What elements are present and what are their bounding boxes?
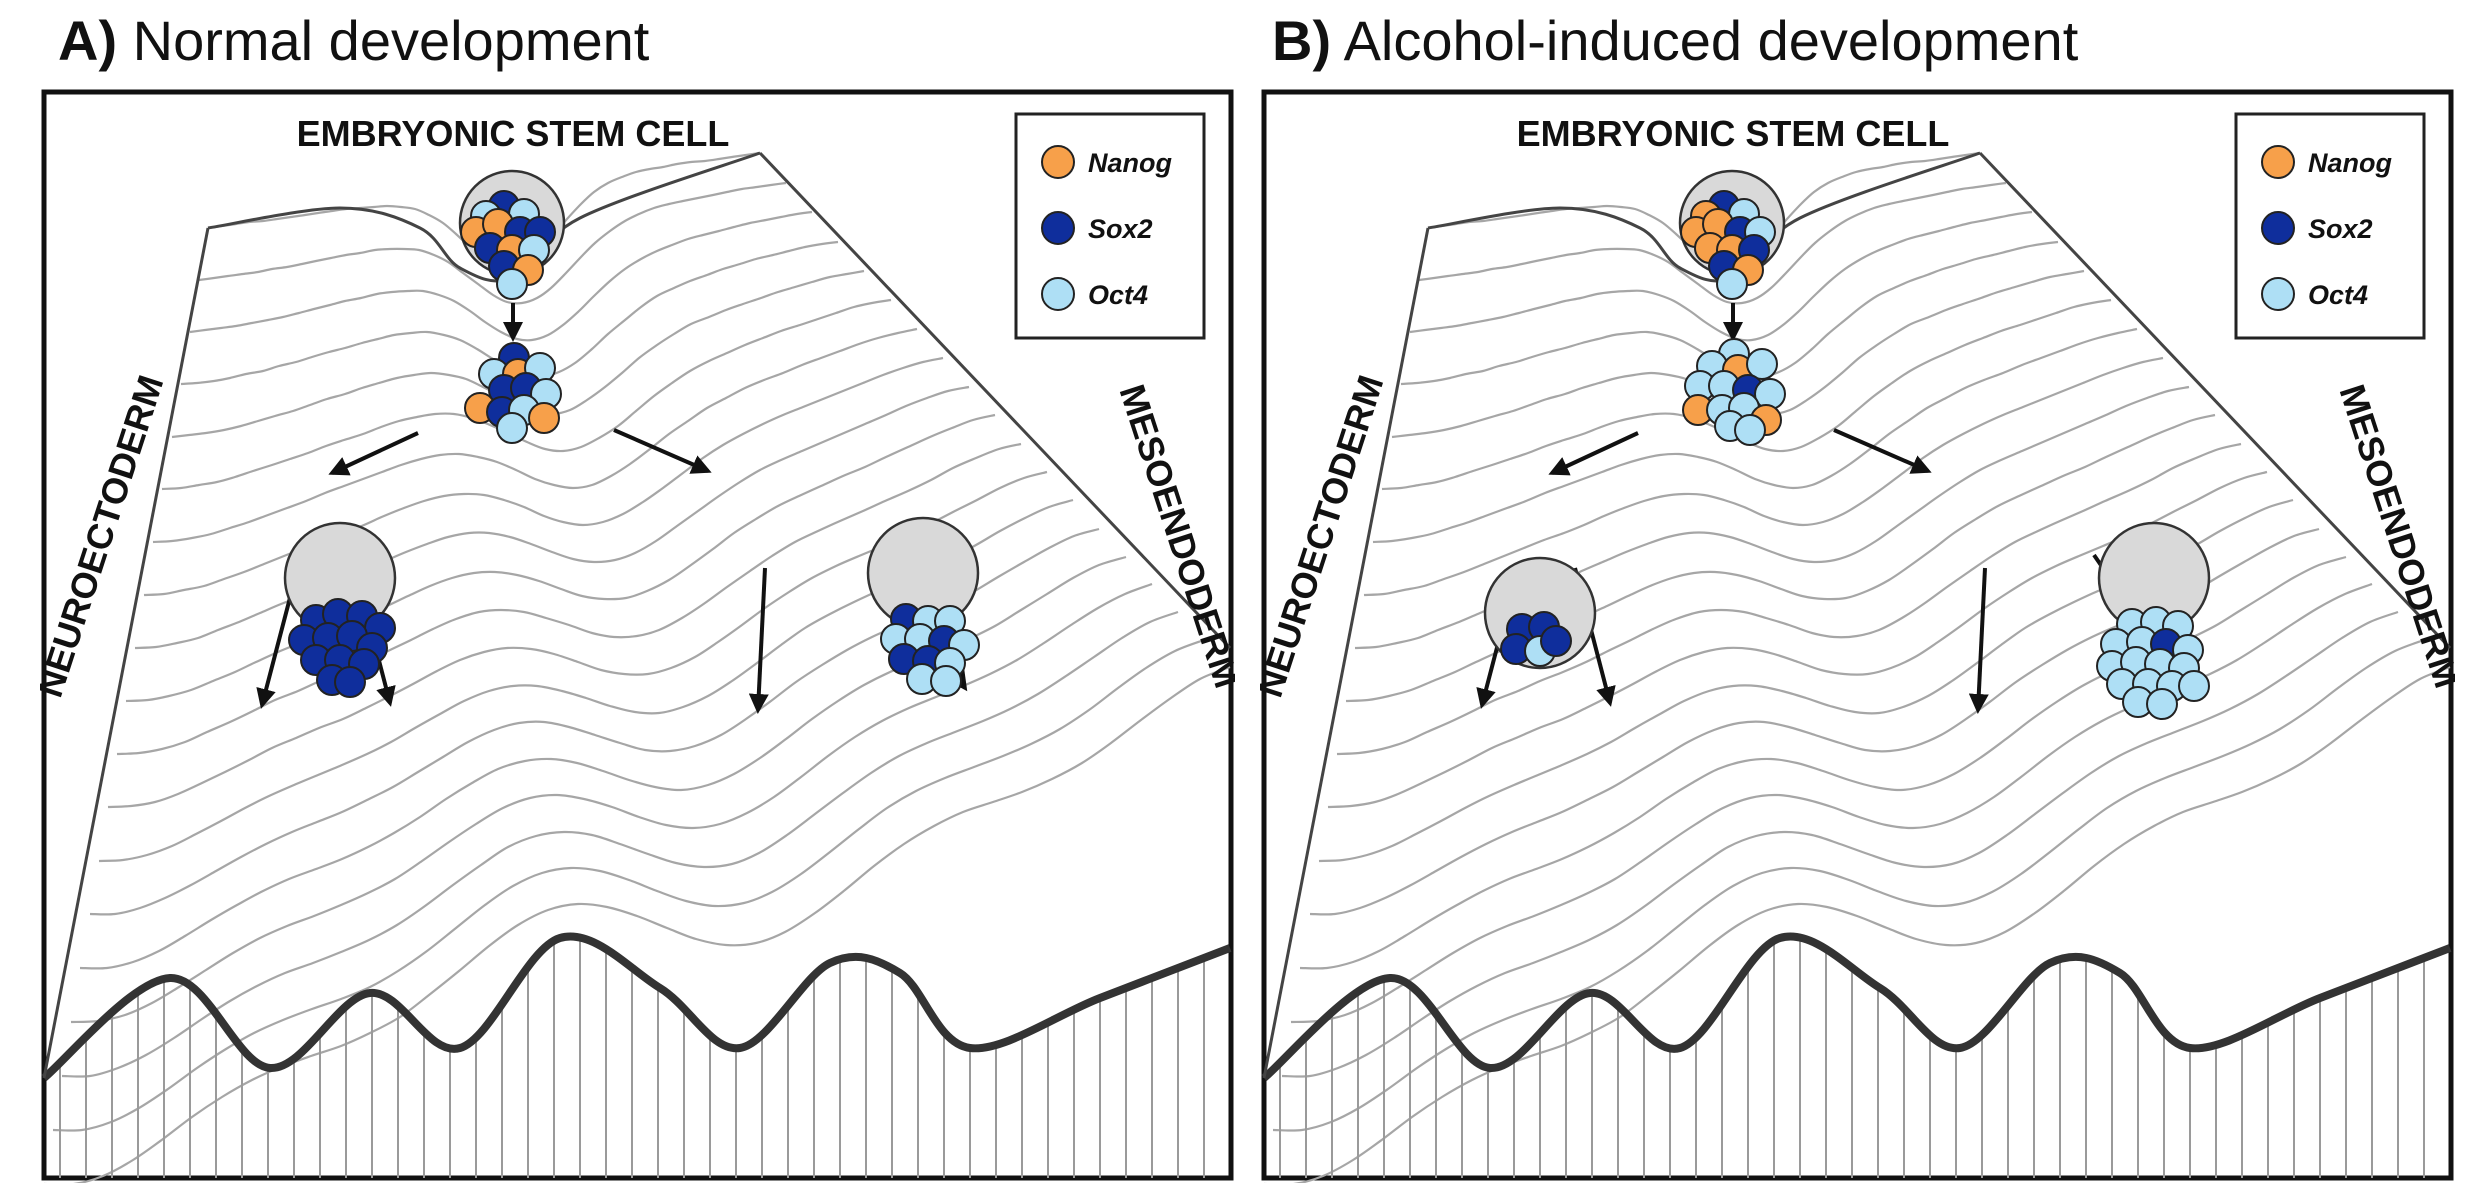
panel-b-title: B) Alcohol-induced development [1272, 8, 2078, 73]
differentiation-arrow [1833, 428, 1932, 474]
differentiation-arrow [1548, 431, 1639, 476]
right-edge [758, 151, 1232, 650]
panel-b-letter: B) [1272, 9, 1332, 72]
contour-line [125, 413, 996, 703]
panel-a-contours [44, 151, 1231, 1183]
panel-b-ground-line [1261, 932, 2452, 1082]
cell [528, 402, 560, 434]
stem-cell-cluster [1680, 190, 1776, 300]
contour-line [152, 327, 918, 544]
contour-line [1409, 210, 2033, 342]
cell [1540, 625, 1572, 657]
contour-line [161, 298, 892, 491]
cell [496, 268, 528, 300]
panel-a-cell-clusters [283, 169, 980, 698]
panel-a-legend: Nanog Sox2 Oct4 [1014, 112, 1206, 340]
cell [1746, 348, 1778, 380]
cell [2146, 688, 2178, 720]
differentiation-arrow [748, 567, 769, 714]
right-edge [1978, 151, 2452, 650]
panel-b-legend-oct4-swatch [2261, 277, 2295, 311]
panel-b-diagram: EMBRYONIC STEM CELL NEUROECTODERM MESOEN… [1260, 89, 2455, 1183]
top-edge [1427, 151, 1981, 283]
contour-line [1264, 665, 2451, 1183]
panel-a-diagram: EMBRYONIC STEM CELL NEUROECTODERM MESOEN… [40, 89, 1235, 1183]
contour-line [143, 356, 944, 597]
left-edge [1262, 227, 1430, 1079]
panel-b-hatching [1279, 937, 2425, 1178]
panel-a-ground-line [41, 932, 1232, 1082]
left-edge [42, 227, 210, 1079]
differentiation-arrow [613, 428, 712, 474]
cell [2178, 670, 2210, 702]
contour-line [189, 210, 813, 342]
panel-b-contours [1264, 151, 2451, 1183]
panel-a-legend-oct4-label: Oct4 [1088, 280, 1148, 310]
panel-b-legend-nanog-swatch [2261, 145, 2295, 179]
panel-a-legend-nanog-label: Nanog [1088, 148, 1173, 178]
cell [1734, 414, 1766, 446]
panel-b-edges [1262, 151, 2452, 1079]
contour-line [1272, 638, 2425, 1132]
contour-line [1327, 470, 2268, 809]
panel-a-edges [42, 151, 1232, 1079]
panel-b-title-text: Alcohol-induced development [1343, 9, 2079, 72]
cell [1716, 268, 1748, 300]
panel-a-title-text: Normal development [132, 9, 650, 72]
cell [334, 666, 366, 698]
panel-a-legend-sox2-swatch [1041, 211, 1075, 245]
mid-cell-cluster [464, 342, 562, 444]
contour-line [70, 582, 1153, 1024]
cell [496, 412, 528, 444]
mesoendoderm-cluster [2096, 606, 2210, 720]
contour-line [1281, 610, 2399, 1078]
panel-a-letter: A) [58, 9, 118, 72]
panel-b-cell-clusters [1483, 169, 2211, 720]
differentiation-arrow [328, 431, 419, 476]
panel-a-top-label: EMBRYONIC STEM CELL [297, 113, 730, 154]
panel-b-legend-sox2-swatch [2261, 211, 2295, 245]
differentiation-arrow [1968, 567, 1989, 714]
panel-a-hatching [59, 937, 1205, 1178]
stem-cell-cluster [460, 190, 556, 300]
contour-line [134, 385, 970, 650]
panel-a-legend-oct4-swatch [1041, 277, 1075, 311]
neuroectoderm-cluster [1500, 611, 1572, 667]
contour-line [44, 665, 1231, 1183]
panel-b-top-label: EMBRYONIC STEM CELL [1517, 113, 1950, 154]
panel-a-legend-nanog-swatch [1041, 145, 1075, 179]
panel-b-legend-oct4-label: Oct4 [2308, 280, 2368, 310]
contour-line [1363, 356, 2164, 597]
contour-line [198, 181, 787, 305]
panel-b-legend-nanog-label: Nanog [2308, 148, 2393, 178]
contour-line [1372, 327, 2138, 544]
cell [930, 665, 962, 697]
mesoendoderm-cluster [880, 603, 980, 697]
contour-line [1418, 181, 2007, 305]
top-edge [207, 151, 761, 283]
neuroectoderm-cluster [288, 598, 396, 698]
mid-cell-cluster [1682, 338, 1786, 446]
panel-a-legend-sox2-label: Sox2 [1088, 214, 1153, 244]
panel-b-legend-sox2-label: Sox2 [2308, 214, 2373, 244]
contour-line [61, 610, 1179, 1078]
contour-line [1345, 413, 2216, 703]
panel-b-legend: Nanog Sox2 Oct4 [2234, 112, 2426, 340]
contour-line [52, 638, 1205, 1132]
panel-a-title: A) Normal development [58, 8, 649, 73]
